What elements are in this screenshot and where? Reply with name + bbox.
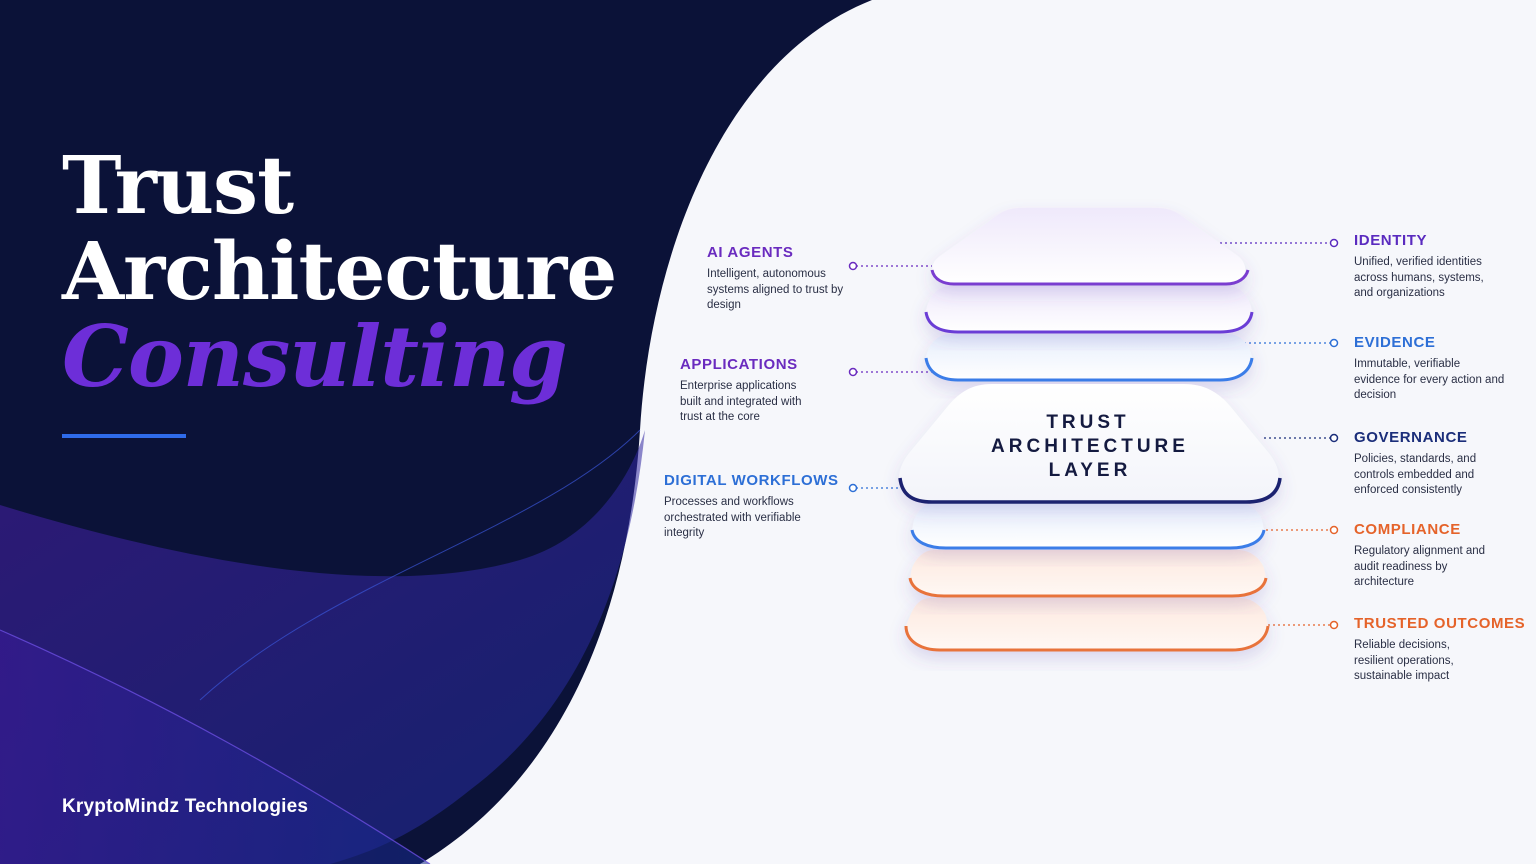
core-label-line-2: ARCHITECTURE: [991, 436, 1189, 457]
label-description: Regulatory alignment and audit readiness…: [1354, 545, 1486, 588]
core-label-line-3: LAYER: [1049, 460, 1132, 481]
label-description: Unified, verified identities across huma…: [1354, 256, 1484, 299]
connector-compliance: [1266, 525, 1339, 535]
label-applications: APPLICATIONS Enterprise applications bui…: [680, 356, 816, 426]
title-line-2: Architecture: [62, 224, 617, 318]
title-line-3-accent: Consulting: [62, 307, 568, 406]
label-description: Processes and workflows orchestrated wit…: [664, 496, 801, 539]
layer-applications: [924, 286, 1254, 334]
layer-evidence: [924, 334, 1254, 382]
label-trusted-outcomes: TRUSTED OUTCOMES Reliable decisions, res…: [1354, 615, 1525, 685]
label-evidence: EVIDENCE Immutable, verifiable evidence …: [1354, 334, 1506, 404]
label-title: DIGITAL WORKFLOWS: [664, 472, 839, 489]
title-line-1: Trust: [62, 138, 294, 232]
label-title: COMPLIANCE: [1354, 521, 1461, 538]
connector-identity: [1220, 238, 1339, 248]
label-title: APPLICATIONS: [680, 356, 798, 373]
label-description: Policies, standards, and controls embedd…: [1354, 453, 1477, 496]
connector-applications: [848, 367, 932, 377]
label-title: TRUSTED OUTCOMES: [1354, 615, 1526, 632]
layer-compliance: [908, 550, 1268, 598]
label-governance: GOVERNANCE Policies, standards, and cont…: [1354, 429, 1500, 499]
blue-wave: [0, 630, 430, 864]
connector-governance: [1264, 433, 1339, 443]
layer-ai-agents: [930, 208, 1250, 286]
label-title: AI AGENTS: [707, 244, 794, 261]
label-digital-workflows: DIGITAL WORKFLOWS Processes and workflow…: [664, 472, 839, 542]
label-description: Enterprise applications built and integr…: [680, 380, 802, 423]
connector-ai-agents: [848, 261, 932, 271]
label-description: Reliable decisions, resilient operations…: [1354, 639, 1454, 682]
connector-evidence: [1244, 338, 1339, 348]
connector-trusted-outcomes: [1268, 620, 1339, 630]
label-title: GOVERNANCE: [1354, 429, 1468, 446]
layer-governance: [910, 502, 1266, 550]
layer-core-trust-architecture: [898, 384, 1282, 504]
label-identity: IDENTITY Unified, verified identities ac…: [1354, 232, 1506, 302]
label-compliance: COMPLIANCE Regulatory alignment and audi…: [1354, 521, 1490, 591]
label-description: Intelligent, autonomous systems aligned …: [707, 268, 844, 311]
connector-digital-workflows: [848, 483, 902, 493]
label-description: Immutable, verifiable evidence for every…: [1354, 358, 1505, 401]
label-title: IDENTITY: [1354, 232, 1428, 249]
label-title: EVIDENCE: [1354, 334, 1436, 351]
core-label-line-1: TRUST: [1046, 412, 1129, 433]
title-underline: [62, 434, 186, 438]
label-ai-agents: AI AGENTS Intelligent, autonomous system…: [707, 244, 847, 314]
company-name: KryptoMindz Technologies: [62, 796, 309, 817]
layer-trusted-outcomes: [904, 598, 1270, 652]
